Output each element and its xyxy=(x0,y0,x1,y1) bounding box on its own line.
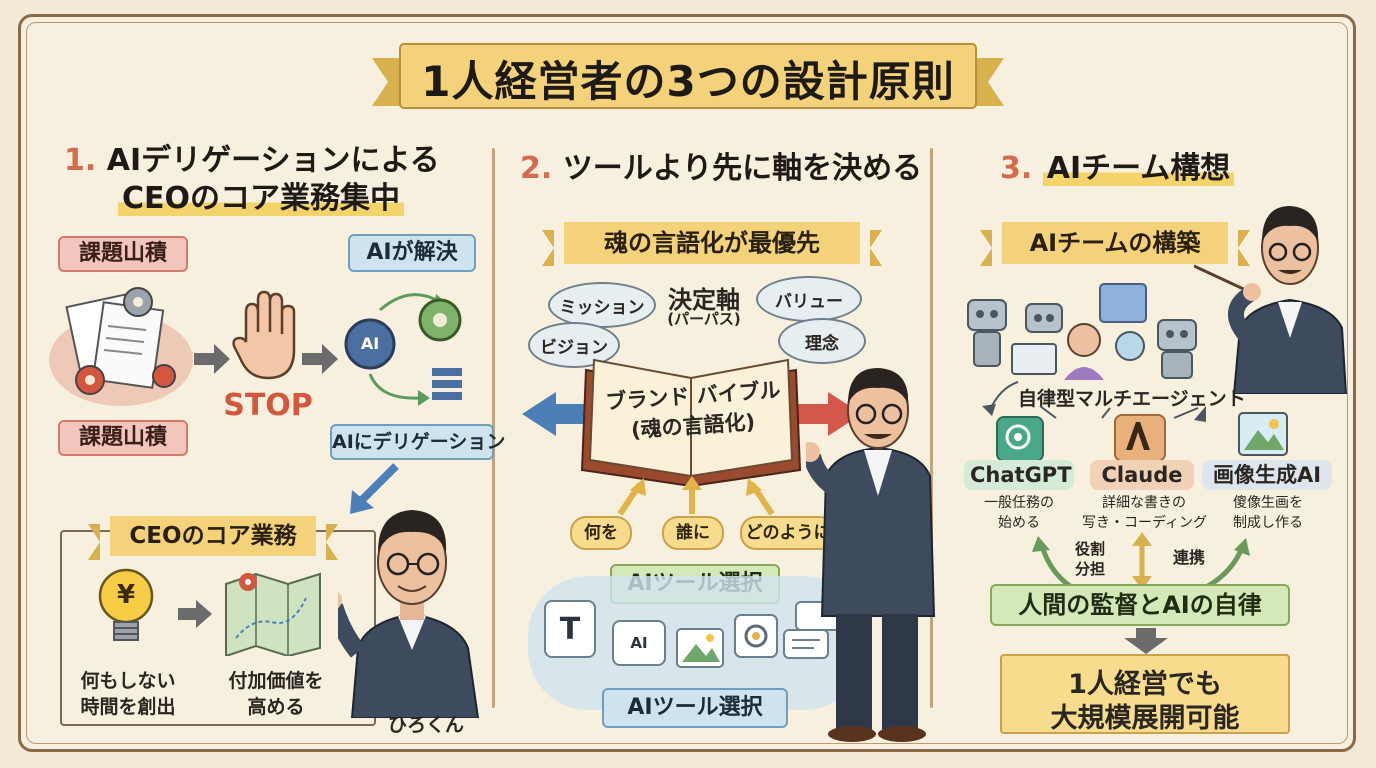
paper-pile-icon xyxy=(49,287,193,406)
cloud-mission: ミッション xyxy=(548,282,656,328)
claude-desc-line2: 写き・コーディング xyxy=(1082,515,1208,531)
text-tool-card: T xyxy=(544,600,596,658)
section2-title: 2. ツールより先に軸を決める xyxy=(520,150,922,188)
ai-doc-card: AI xyxy=(612,620,666,666)
inner-frame xyxy=(26,22,1348,744)
arrow-down-left-icon xyxy=(350,463,399,514)
claude-logo-icon xyxy=(1114,414,1166,462)
question-what: 何を xyxy=(570,516,632,550)
issues-tag-bottom: 課題山積 xyxy=(58,420,188,456)
chatgpt-desc-line1: 一般任務の xyxy=(984,495,1054,511)
arrow-right-icon xyxy=(302,344,338,374)
section1-title-line2-wrap: CEOのコア業務集中 xyxy=(118,180,405,218)
title-banner: 1人経営者の3つの設計原則 xyxy=(372,36,1004,120)
section2-title-text: ツールより先に軸を決める xyxy=(562,151,923,186)
section1-title: 1. AIデリゲーションによる xyxy=(64,142,440,180)
oversight-box: 人間の監督とAIの自律 xyxy=(990,584,1290,626)
role-line2: 分担 xyxy=(1074,560,1105,578)
agent-image-gen: 画像生成AI xyxy=(1202,460,1332,490)
autonomous-agent-label: 自律型マルチエージェント xyxy=(1018,388,1246,410)
cooperation-label: 連携 xyxy=(1172,548,1205,567)
image-gen-desc-line2: 制成し作る xyxy=(1233,515,1303,531)
ai-gear-icon xyxy=(344,293,462,406)
decision-axis-sub: (パーパス) xyxy=(667,310,741,328)
branch-arrows-icon xyxy=(982,381,1206,422)
ai-solves-tag: AIが解決 xyxy=(348,234,476,272)
currency-symbol: ¥ xyxy=(116,580,136,610)
cloud-value: バリュー xyxy=(756,276,862,322)
presenter-illustration xyxy=(806,368,936,742)
presenter-right-illustration xyxy=(1194,206,1348,394)
image-gen-desc-line1: 傻像生画を xyxy=(1233,495,1303,511)
step1-line1: 何もしない xyxy=(80,670,176,692)
delegation-tag: AIにデリゲーション xyxy=(330,424,505,460)
section2-number: 2. xyxy=(520,151,553,186)
section1-title-line1: AIデリゲーションによる xyxy=(106,143,440,178)
step2-line2: 高める xyxy=(247,696,305,718)
agent-chatgpt: ChatGPT xyxy=(964,460,1074,490)
image-icon xyxy=(676,628,724,668)
column-divider-2 xyxy=(930,148,933,708)
section3-number: 3. xyxy=(1000,151,1033,186)
cloud-philosophy: 理念 xyxy=(778,318,866,364)
step1-line2: 時間を創出 xyxy=(80,696,176,718)
ceo-core-ribbon: CEOのコア業務 xyxy=(88,516,338,560)
lightbulb-icon xyxy=(98,568,154,641)
chatgpt-logo-icon xyxy=(996,416,1044,462)
page-title: 1人経営者の3つの設計原則 xyxy=(421,56,955,106)
arrow-right-icon xyxy=(194,344,230,374)
agent-claude: Claude xyxy=(1090,460,1194,490)
issues-tag-top: 課題山積 xyxy=(58,236,188,272)
brand-bible-book-icon xyxy=(580,358,802,486)
person-illustration xyxy=(338,510,480,718)
section1-title-line2: CEOのコア業務集中 xyxy=(118,181,405,216)
question-how: どのように xyxy=(740,516,836,550)
chatgpt-desc-line2: 始める xyxy=(998,515,1040,531)
question-who: 誰に xyxy=(662,516,724,550)
result-box xyxy=(1000,654,1290,734)
result-line1: 1人経営でも xyxy=(1068,669,1222,700)
up-arrows-icon xyxy=(617,476,775,516)
arrow-down-icon xyxy=(1124,628,1168,654)
result-line2: 大規模展開可能 xyxy=(1050,703,1240,734)
decision-axis-label: 決定軸 xyxy=(668,286,740,314)
map-pin-icon xyxy=(225,572,321,656)
section3-title: 3. AIチーム構想 xyxy=(1000,150,1235,188)
ai-chip-label: AI xyxy=(360,334,380,353)
cooperation-arrows-icon xyxy=(1032,532,1250,590)
section3-ribbon: AIチームの構築 xyxy=(980,222,1250,266)
image-gen-icon xyxy=(1238,412,1288,456)
stop-hand-icon xyxy=(232,290,296,380)
flower-icon xyxy=(734,614,778,658)
stop-label: STOP xyxy=(223,388,313,423)
robot-team-icon xyxy=(967,283,1197,380)
claude-desc-line1: 詳細な書きの xyxy=(1102,495,1186,511)
step2-line1: 付加価値を xyxy=(228,670,324,692)
arrow-right-icon xyxy=(178,600,212,628)
section1-number: 1. xyxy=(64,143,97,178)
person-name-label: ひろくん xyxy=(387,714,464,736)
section3-title-text: AIチーム構想 xyxy=(1042,151,1235,186)
tool-select-bottom: AIツール選択 xyxy=(602,688,788,728)
section2-ribbon: 魂の言語化が最優先 xyxy=(542,222,882,266)
role-line1: 役割 xyxy=(1074,540,1105,558)
cloud-vision: ビジョン xyxy=(528,322,620,368)
